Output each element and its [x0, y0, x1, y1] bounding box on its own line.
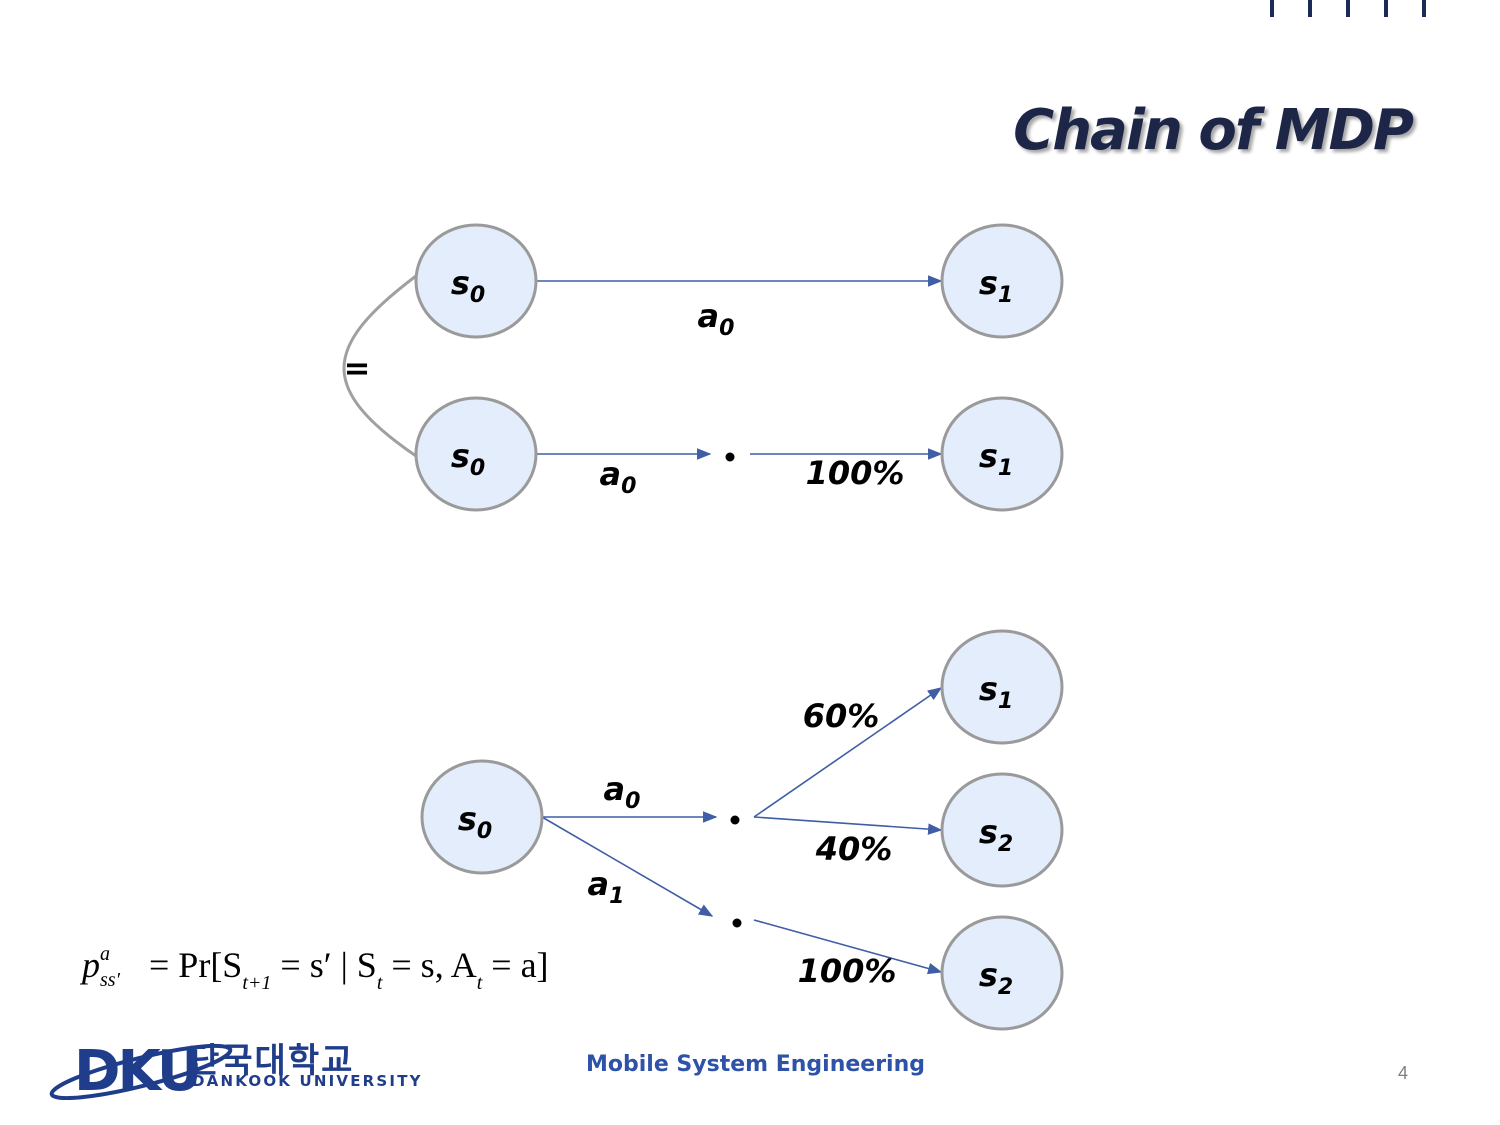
node-s2-d2-bottom: s2	[940, 915, 1064, 1031]
page-number: 4	[1398, 1063, 1409, 1083]
prob-label-100-d2: 100%	[798, 952, 897, 990]
prob-label-40: 40%	[815, 830, 893, 868]
dku-logo-mark: DKU	[49, 1039, 233, 1100]
action-label-a0-mid: a0	[600, 455, 637, 499]
top-decoration-bars	[1268, 0, 1438, 20]
svg-text:s1: s1	[979, 264, 1013, 308]
logo-korean-name: 단국대학교	[188, 1041, 355, 1081]
svg-text:s2: s2	[979, 813, 1013, 857]
node-s0-top: s0	[414, 223, 538, 339]
edge-chance-a0-s1	[753, 687, 943, 818]
action-label-a0-d2: a0	[604, 770, 641, 814]
logo-english-name: DANKOOK UNIVERSITY	[192, 1072, 423, 1090]
node-s2-d2-middle: s2	[940, 772, 1064, 888]
edge-chance-a0-s2	[753, 816, 943, 835]
chance-node-a0	[730, 815, 740, 825]
slide-title: Chain of MDP	[1013, 98, 1414, 163]
prob-label-100-mid: 100%	[806, 454, 905, 492]
equivalence-symbol: =	[344, 349, 371, 387]
node-s0-mid: s0	[414, 396, 538, 512]
node-s1-d2: s1	[940, 629, 1064, 745]
action-label-a1-d2: a1	[588, 865, 625, 909]
node-s0-d2: s0	[420, 759, 544, 875]
node-s1-mid: s1	[940, 396, 1064, 512]
equivalence-curve	[342, 274, 417, 458]
svg-text:s0: s0	[451, 437, 485, 481]
svg-text:s1: s1	[979, 670, 1013, 714]
svg-text:DKU: DKU	[74, 1039, 199, 1100]
edge-s0-chance-a1	[541, 816, 714, 917]
prob-label-60: 60%	[803, 697, 880, 735]
action-label-a0-top: a0	[698, 297, 735, 341]
chance-node-a1	[732, 918, 742, 928]
footer-course-name: Mobile System Engineering	[586, 1052, 926, 1077]
node-s1-top: s1	[940, 223, 1064, 339]
edge-chance-a1-s2	[753, 919, 943, 975]
chance-node-1	[725, 452, 735, 462]
